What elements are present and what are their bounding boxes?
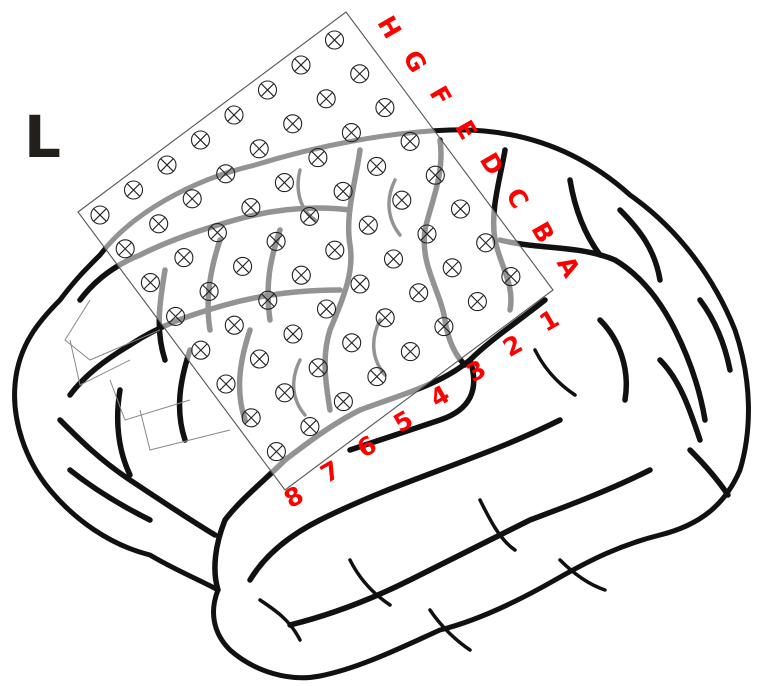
electrode-contact — [224, 105, 244, 125]
electrode-contact — [283, 114, 303, 134]
electrode-contact — [333, 181, 353, 201]
electrode-contact — [300, 206, 320, 226]
row-label: F — [424, 81, 458, 110]
electrode-contact — [90, 205, 110, 225]
electrode-contact — [476, 233, 496, 253]
electrode-contact — [291, 55, 311, 75]
electrode-contact — [157, 155, 177, 175]
electrode-contact — [191, 340, 211, 360]
electrode-contact — [308, 358, 328, 378]
electrode-contact — [316, 89, 336, 109]
intraparietal-sulcus — [497, 237, 708, 423]
electrode-contact — [350, 64, 370, 84]
electrode-contact — [249, 139, 269, 159]
electrode-contact — [174, 248, 194, 268]
electrode-contact — [249, 349, 270, 369]
electrode-contact — [350, 274, 370, 294]
electrode-contact — [275, 383, 295, 403]
electrode-contact — [400, 342, 420, 362]
occipital-sulci — [687, 297, 733, 498]
electrode-contact — [115, 239, 135, 259]
electrode-contact — [409, 283, 429, 303]
electrode-grid — [77, 11, 554, 491]
electrode-contact — [300, 417, 320, 437]
electrode-contact — [383, 249, 404, 269]
row-label: H — [372, 11, 408, 44]
electrode-contact — [190, 130, 211, 150]
electrode-contact — [266, 442, 286, 462]
electrode-contact — [392, 190, 412, 210]
electrode-contact — [241, 198, 261, 218]
electrode-contact — [291, 265, 311, 285]
electrode-contact — [325, 240, 345, 260]
parietal-branches — [567, 177, 703, 443]
electrode-contact — [342, 333, 362, 353]
inferior-temporal-sulcus — [287, 467, 653, 628]
electrode-contact — [207, 223, 227, 243]
electrode-contact — [375, 308, 395, 328]
electrode-contact — [434, 317, 454, 337]
electrode-contact — [216, 374, 236, 394]
electrode-contact — [425, 165, 445, 185]
electrode-contact — [358, 215, 378, 235]
electrode-contact — [224, 315, 244, 335]
electrode-contact — [199, 281, 219, 301]
electrode-contact — [450, 199, 471, 219]
electrode-contact — [333, 392, 353, 412]
electrode-contact — [123, 180, 144, 200]
electrode-contact — [182, 189, 202, 209]
electrode-contact — [258, 290, 278, 310]
row-label: G — [397, 45, 432, 77]
electrode-contact — [283, 324, 303, 344]
electrode-contact — [140, 273, 160, 293]
electrode-contact — [467, 292, 487, 312]
electrode-contact — [324, 30, 345, 50]
electrode-contact — [316, 299, 337, 319]
electrode-contact — [375, 98, 395, 118]
electrode-contact — [308, 148, 328, 168]
electrode-contact — [341, 123, 361, 143]
electrode-contact — [367, 367, 387, 387]
electrode-contact — [274, 173, 294, 193]
electrode-contact — [257, 80, 278, 100]
hemisphere-label: L — [24, 103, 61, 171]
electrode-contact — [442, 258, 462, 278]
orbital-sulci — [57, 417, 218, 538]
electrode-contact — [400, 131, 420, 151]
electrode-contact — [501, 267, 521, 287]
electrode-contact — [266, 231, 286, 251]
electrode-contact — [216, 164, 236, 184]
superior-temporal-border — [347, 357, 477, 453]
electrode-contact — [166, 306, 186, 326]
electrode-lead — [64, 299, 231, 451]
electrode-contact — [241, 408, 261, 428]
electrode-contact — [367, 156, 387, 176]
electrode-contact — [417, 224, 437, 244]
electrode-contact — [233, 256, 253, 276]
superior-temporal-sulcus — [247, 417, 563, 583]
electrode-contact — [149, 214, 169, 234]
